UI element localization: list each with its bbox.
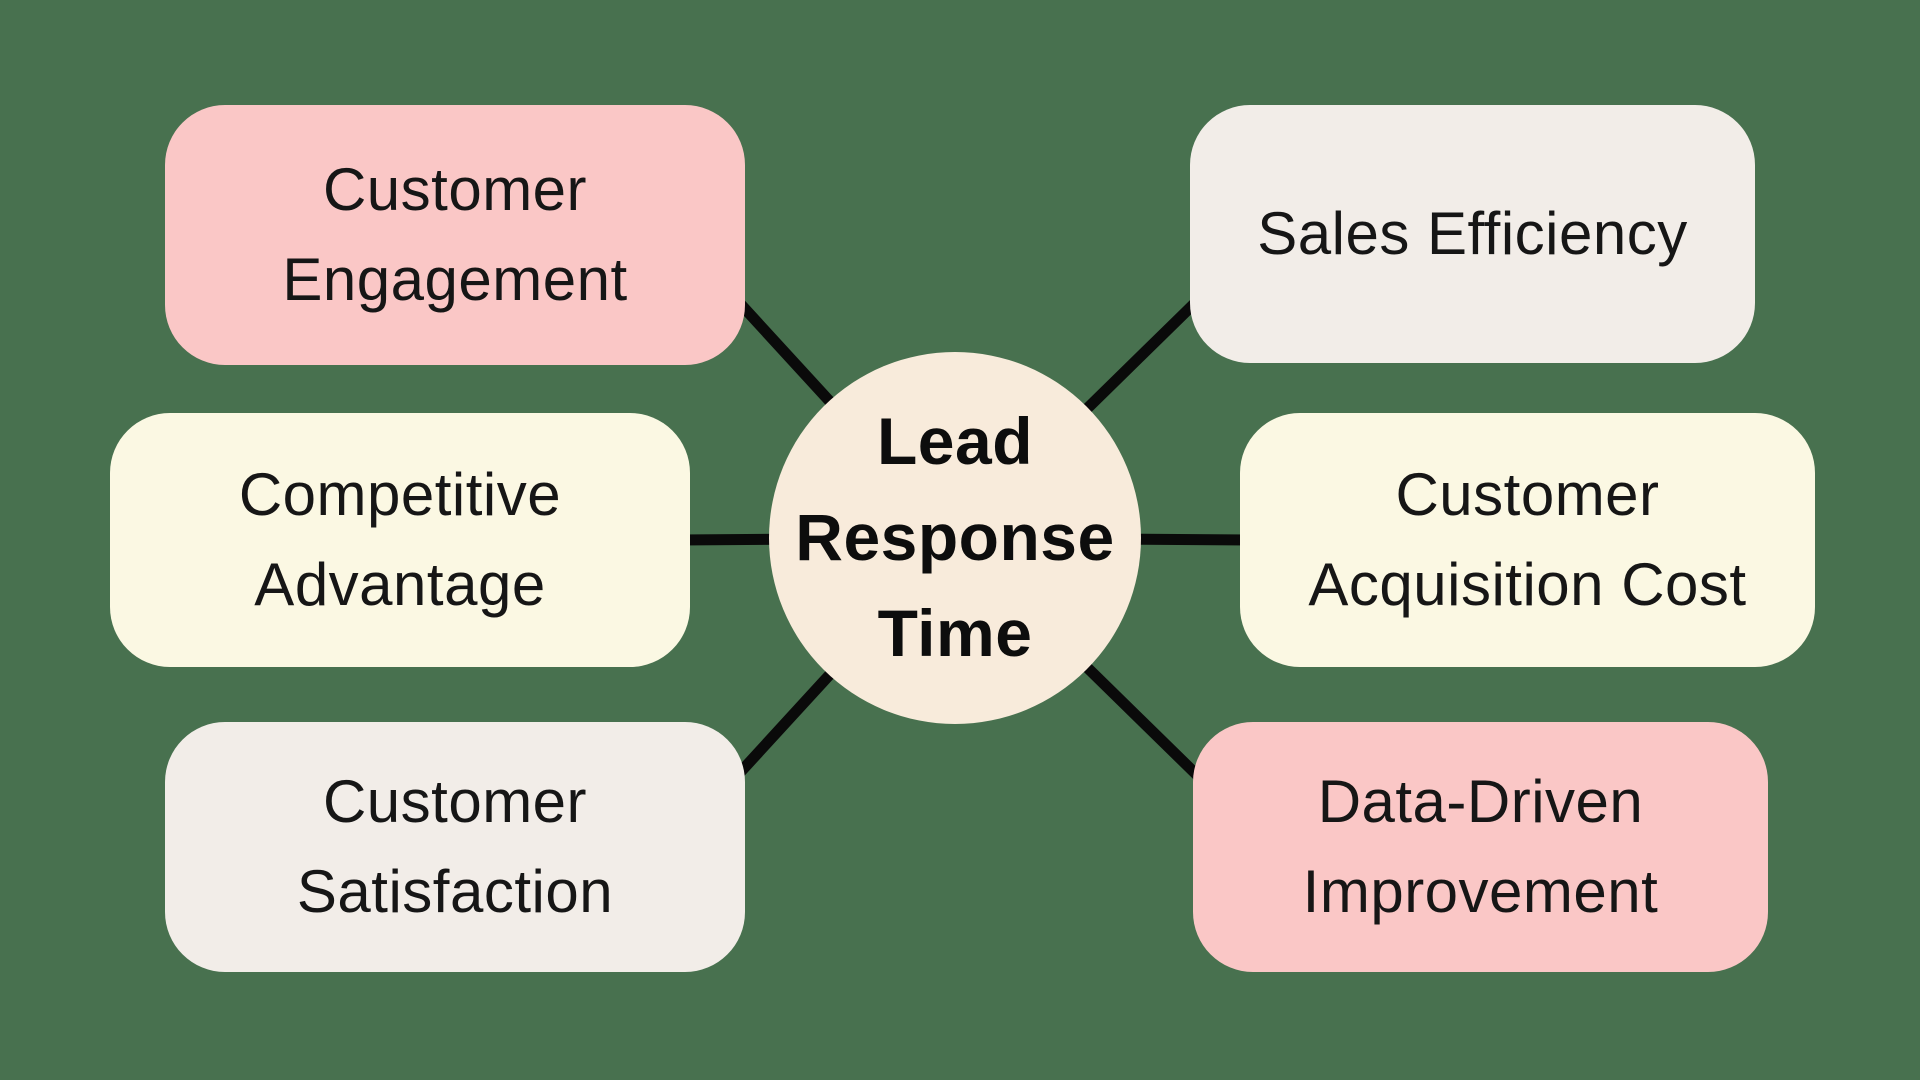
node-sales-efficiency: Sales Efficiency bbox=[1190, 105, 1755, 363]
node-customer-satisfaction-label: Customer Satisfaction bbox=[296, 768, 614, 925]
node-customer-acquisition-cost: Customer Acquisition Cost bbox=[1240, 413, 1815, 667]
node-data-driven-improvement: Data-Driven Improvement bbox=[1193, 722, 1768, 972]
center-node-lead-response-time: Lead Response Time bbox=[769, 352, 1141, 724]
node-customer-acquisition-cost-label: Customer Acquisition Cost bbox=[1308, 461, 1747, 618]
node-competitive-advantage: Competitive Advantage bbox=[110, 413, 690, 667]
node-customer-satisfaction: Customer Satisfaction bbox=[165, 722, 745, 972]
node-customer-engagement-label: Customer Engagement bbox=[282, 156, 628, 313]
node-competitive-advantage-label: Competitive Advantage bbox=[238, 461, 562, 618]
node-customer-engagement: Customer Engagement bbox=[165, 105, 745, 365]
center-node-label: Lead Response Time bbox=[795, 404, 1115, 670]
node-data-driven-improvement-label: Data-Driven Improvement bbox=[1302, 768, 1659, 925]
node-sales-efficiency-label: Sales Efficiency bbox=[1257, 200, 1688, 267]
